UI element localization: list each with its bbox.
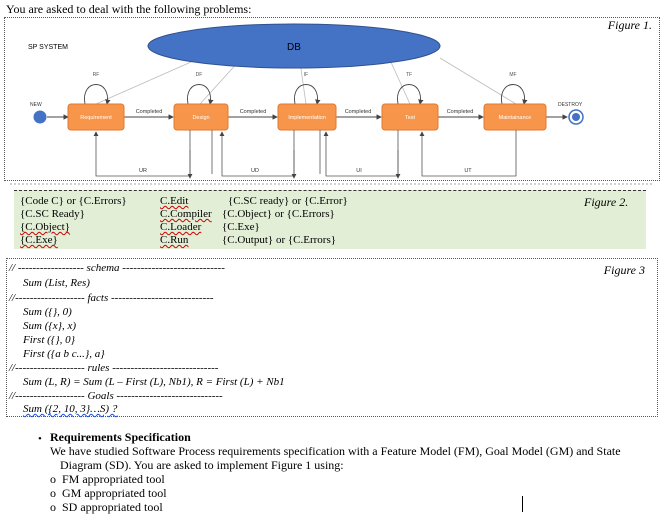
phase-implementation: Implementation <box>288 115 326 121</box>
requirements-heading: Requirements Specification <box>50 430 191 444</box>
list-item: o FM appropriated tool <box>50 472 165 487</box>
return-label-ut: UT <box>464 168 472 174</box>
loop-label-rf: RF <box>93 72 100 78</box>
requirements-text-2: Diagram (SD). You are asked to implement… <box>60 458 344 472</box>
fig2-col3-line4: {C.Output} or {C.Errors} <box>222 234 337 246</box>
completed-label-2: Completed <box>240 109 267 115</box>
fig3-line-6: First ({}, 0} <box>23 334 76 346</box>
figure-2-label: Figure 2. <box>584 195 629 209</box>
fig2-col2-line3: C.Loader <box>160 221 202 233</box>
fig2-col1-line3: {C.Object} <box>20 221 70 233</box>
phase-requirement: Requirement <box>80 115 112 121</box>
return-label-ui: UI <box>356 168 362 174</box>
text-cursor <box>522 496 523 512</box>
fig2-col1-line4: {C.Exe} <box>20 234 58 246</box>
loop-label-df: DF <box>196 72 203 78</box>
list-item: o GM appropriated tool <box>50 486 167 501</box>
state-diagram: DB RF DF IF TF MF NEW DESTROY Completed … <box>10 23 652 185</box>
figure-1-label: Figure 1. <box>607 18 652 32</box>
new-state <box>33 110 47 124</box>
phase-test: Test <box>405 115 416 121</box>
fig2-col2-line2: C.Compiler <box>160 208 212 220</box>
fig2-col3-line1: {C.SC ready} or {C.Error} <box>228 195 348 207</box>
completed-label-3: Completed <box>345 109 372 115</box>
phase-boxes <box>67 103 547 131</box>
fig2-col3-line3: {C.Exe} <box>222 221 260 233</box>
completed-label-4: Completed <box>447 109 474 115</box>
loop-label-mf: MF <box>509 72 516 78</box>
fig3-line-8: //------------------- rules ------------… <box>9 362 219 374</box>
list-item: o SD appropriated tool <box>50 500 163 515</box>
circle-bullet-icon: o <box>50 486 62 500</box>
figure-3-label: Figure 3 <box>603 263 645 277</box>
fig2-col2-line4: C.Run <box>160 234 189 246</box>
phase-design: Design <box>192 115 209 121</box>
self-loops <box>84 84 528 105</box>
return-arrows <box>93 130 517 179</box>
figure-1-frame <box>4 17 660 181</box>
circle-bullet-icon: o <box>50 472 62 486</box>
fig3-line-3: //------------------- facts ------------… <box>9 292 214 304</box>
intro-text: You are asked to deal with the following… <box>6 2 252 16</box>
fig3-line-1: // ------------------ schema -----------… <box>9 262 225 274</box>
new-label: NEW <box>30 102 42 108</box>
return-label-ud: UD <box>251 168 259 174</box>
fig3-line-7: First ({a b c...}, a} <box>23 348 105 360</box>
fig2-col1-line1: {Code C} or {C.Errors} <box>20 195 127 207</box>
fig3-line-9: Sum (L, R) = Sum (L – First (L), Nb1), R… <box>23 376 285 388</box>
system-label: SP SYSTEM <box>28 44 68 51</box>
db-label: DB <box>287 42 301 53</box>
fig3-line-2: Sum (List, Res) <box>23 277 90 289</box>
fig3-line-11: Sum ({2, 10, 3}…S) ? <box>23 403 118 415</box>
fig3-line-5: Sum ({x}, x) <box>23 320 77 332</box>
circle-bullet-icon: o <box>50 500 62 514</box>
fig3-line-4: Sum ({}, 0) <box>23 306 72 318</box>
loop-label-tf: TF <box>406 72 412 78</box>
destroy-label: DESTROY <box>558 102 583 108</box>
fig2-col3-line2: {C.Object} or {C.Errors} <box>222 208 335 220</box>
loop-label-if: IF <box>304 72 308 78</box>
list-item-fm: FM appropriated tool <box>62 472 165 486</box>
phase-maintainance: Maintainance <box>499 115 532 121</box>
db-links <box>95 57 517 105</box>
fig2-col1-line2: {C.SC Ready} <box>20 208 85 220</box>
figure-2-box: {Code C} or {C.Errors} {C.SC Ready} {C.O… <box>14 190 646 249</box>
db-ellipse <box>147 23 441 69</box>
list-item-sd: SD appropriated tool <box>62 500 163 514</box>
completed-label-1: Completed <box>136 109 163 115</box>
fig2-col2-line1: C.Edit <box>160 195 189 207</box>
requirements-text-1: We have studied Software Process require… <box>50 444 621 458</box>
figure-3-frame: Figure 3 // ------------------ schema --… <box>6 258 658 417</box>
return-label-ur: UR <box>139 168 147 174</box>
fig3-line-10: //------------------- Goals ------------… <box>9 390 223 402</box>
bullet-dot: • <box>38 433 42 445</box>
list-item-gm: GM appropriated tool <box>62 486 167 500</box>
